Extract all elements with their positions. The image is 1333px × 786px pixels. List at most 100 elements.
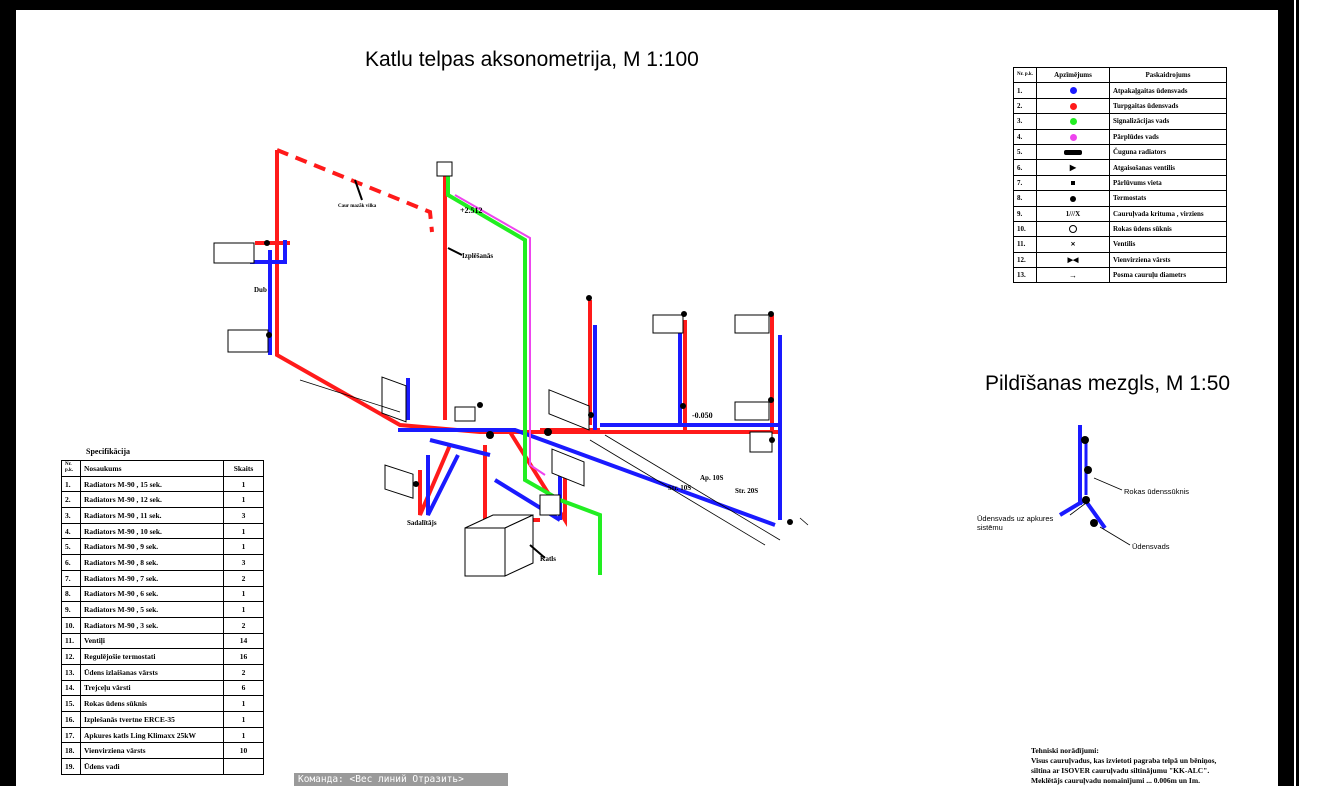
spec-cell-name: Radiators M-90 , 8 sek. [80,554,224,571]
spec-cell-q: 1 [223,711,264,728]
radiator [652,314,684,334]
spec-cell-q: 1 [223,601,264,618]
spec-cell-n: 7. [61,569,81,587]
spec-cell-q [223,758,264,775]
radiator [227,329,269,353]
spec-cell-n: 13. [61,663,81,681]
spec-row: 4.Radiators M-90 , 10 sek.1 [61,522,264,540]
legend-row: 1. Atpakaļgaitas ūdensvads [1013,82,1227,99]
boiler-box [464,514,534,577]
valve-arrow-icon: ▶ [1036,159,1110,176]
spec-cell-n: 11. [61,632,81,650]
spec-cell-name: Rokas ūdens sūknis [80,695,224,712]
legend-cell-desc: Čuguna radiators [1109,143,1227,161]
spec-cell-n: 8. [61,585,81,603]
fill-node-title: Pildīšanas mezgls, M 1:50 [985,372,1231,395]
spec-cell-q: 10 [223,742,264,760]
return-pipes [250,240,782,527]
signal-pipe [446,172,602,575]
legend-cell-n: 1. [1013,82,1037,99]
right-margin-strip [1294,0,1333,786]
legend-row: 2.Turpgaitas ūdensvads [1013,97,1227,115]
spec-cell-q: 1 [223,491,264,509]
command-line-bar[interactable]: Команда: <Вес линий Отразить> [294,773,508,786]
pipe-ticks-text: 1///X [1065,209,1081,218]
fill-node-diagram: Rokas ūdenssūknis Ūdensvads [1058,425,1189,551]
spec-cell-name: Radiators M-90 , 3 sek. [80,616,224,634]
legend-cell-n: 11. [1013,236,1037,253]
legend-cell-desc: Cauruļvada krituma , virziens [1109,205,1227,222]
dashed-attic-pipe [276,148,434,233]
legend-row: 5.Čuguna radiators [1013,143,1227,161]
legend-cell-desc: Atgaisošanas ventilis [1109,159,1227,176]
spec-cell-name: Ventiļi [80,632,224,650]
spec-cell-name: Vienvirziena vārsts [80,742,224,760]
legend-row: 7.Pārlūvums vieta [1013,174,1227,192]
legend-cell-n: 4. [1013,128,1037,145]
spec-cell-name: Radiators M-90 , 9 sek. [80,538,224,556]
spec-cell-n: 3. [61,507,81,524]
notes-line: siltina ar ISOVER cauruļvadu siltinājumu… [1031,766,1210,775]
spec-cell-name: Radiators M-90 , 12 sek. [80,491,224,509]
level-minus-label: -0.050 [692,411,713,420]
legend-row: 10. Rokas ūdens sūknis [1013,220,1227,238]
legend-cell-n: 10. [1013,220,1037,238]
spec-row: 2.Radiators M-90 , 12 sek.1 [61,491,264,509]
supply-label: Ūdensvads [1132,542,1170,551]
spec-title: Specifikācija [86,447,130,456]
spec-row: 1.Radiators M-90 , 15 sek.1 [61,475,264,493]
spec-cell-name: Radiators M-90 , 7 sek. [80,569,224,587]
legend-cell-desc: Turpgaitas ūdensvads [1109,97,1227,115]
legend-row: 12.▶◀Vienvirziena vārsts [1013,251,1227,269]
notes-line: Visus cauruļvadus, kas izvietoti pagraba… [1031,756,1217,765]
legend-row: 13.→Posma cauruļu diametrs [1013,267,1227,284]
spec-cell-name: Radiators M-90 , 15 sek. [80,475,224,493]
right-c-label: Str. 20S [735,487,758,495]
right-border-line [1296,0,1299,786]
spec-cell-n: 4. [61,522,81,540]
radiator-bar-icon [1036,143,1110,161]
legend-cell-n: 8. [1013,190,1037,207]
spec-cell-n: 1. [61,475,81,493]
spec-cell-name: Radiators M-90 , 11 sek. [80,507,224,524]
spec-row: 10.Radiators M-90 , 3 sek.2 [61,616,264,634]
spec-cell-n: 6. [61,554,81,571]
spec-cell-n: 10. [61,616,81,634]
pipe-ticks-icon: 1///X [1036,205,1110,222]
spec-cell-n: 16. [61,711,81,728]
spec-cell-q: 1 [223,585,264,603]
spec-cell-q: 16 [223,648,264,665]
radiator [734,314,770,334]
spec-cell-q: 1 [223,726,264,744]
spec-cell-n: 14. [61,679,81,697]
radiator [384,464,414,499]
legend-row: 6.▶Atgaisošanas ventilis [1013,159,1227,176]
check-valve-icon: ▶◀ [1036,251,1110,269]
expansion-label: Izplēšanās [462,252,493,260]
spec-header-cell: Skaits [223,460,264,477]
spec-cell-n: 2. [61,491,81,509]
spec-cell-q: 3 [223,554,264,571]
overflow-pipe [454,194,546,476]
legend-cell-desc: Atpakaļgaitas ūdensvads [1109,82,1227,99]
legend-cell-n: 13. [1013,267,1037,284]
spec-cell-q: 1 [223,538,264,556]
legend-cell-desc: Pārlūvums vieta [1109,174,1227,192]
radiator [734,401,770,421]
spec-cell-q: 2 [223,569,264,587]
legend-cell-desc: Signalizācijas vads [1109,113,1227,130]
legend-cell-desc: Rokas ūdens sūknis [1109,220,1227,238]
spec-cell-q: 2 [223,663,264,681]
left-mark-label: Dub [254,286,267,294]
spec-cell-n: 15. [61,695,81,712]
radiator [436,161,453,177]
spec-cell-n: 12. [61,648,81,665]
